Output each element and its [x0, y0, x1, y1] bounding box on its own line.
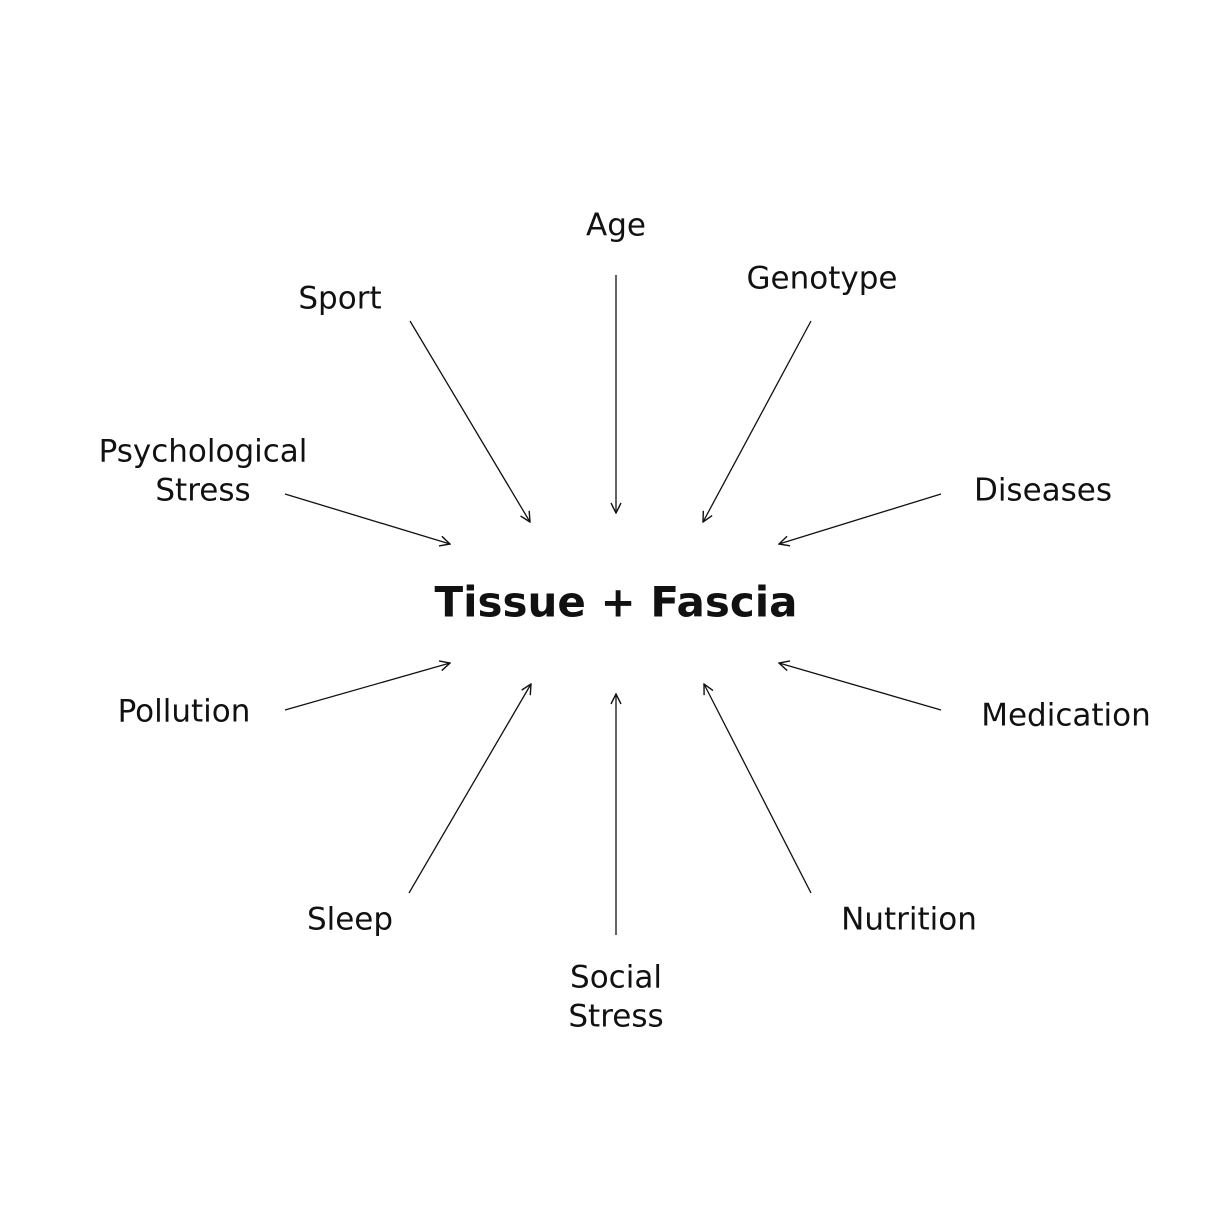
arrow-diseases — [779, 493, 942, 544]
label-sport: Sport — [298, 281, 381, 317]
label-social: Social — [570, 960, 662, 996]
arrow-sleep — [408, 684, 531, 894]
arrow-medication — [779, 663, 942, 711]
arrow-genotype — [703, 320, 812, 522]
arrow-psychological-stress — [284, 493, 450, 544]
label-age: Age — [586, 208, 646, 244]
label-diseases: Diseases — [974, 473, 1112, 509]
label-psychological-stress: Stress — [155, 473, 250, 509]
label-medication: Medication — [981, 698, 1151, 734]
label-social-stress: Stress — [568, 999, 663, 1035]
center-title: Tissue + Fascia — [434, 578, 797, 627]
label-sleep: Sleep — [307, 902, 393, 938]
arrow-pollution — [284, 663, 450, 711]
label-psychological: Psychological — [99, 434, 308, 470]
arrow-nutrition — [704, 684, 812, 894]
label-nutrition: Nutrition — [841, 902, 977, 938]
label-pollution: Pollution — [118, 694, 251, 730]
arrow-sport — [409, 320, 530, 522]
label-genotype: Genotype — [747, 261, 898, 297]
